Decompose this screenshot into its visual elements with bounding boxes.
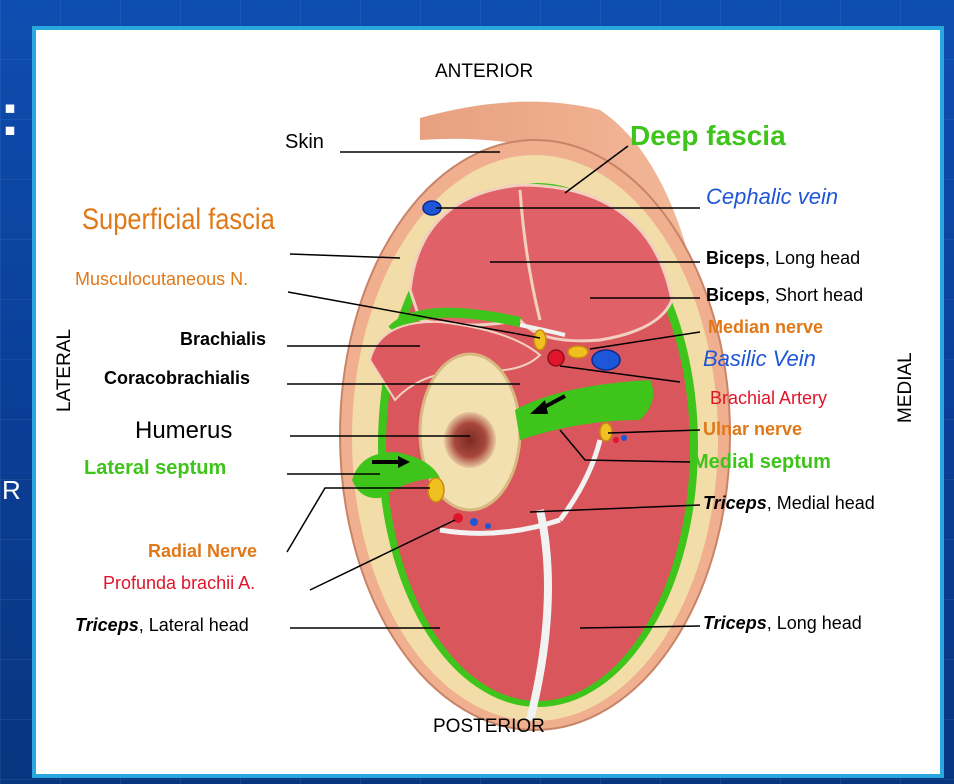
brachial-artery-shape: [548, 350, 564, 366]
radial-nerve-label: Radial Nerve: [148, 542, 257, 560]
skin-label: Skin: [285, 132, 324, 152]
radial-nerve-shape: [428, 478, 444, 502]
basilic-vein-label: Basilic Vein: [703, 348, 816, 370]
triceps-long-rest: , Long head: [767, 613, 862, 633]
medial-septum-label: Medial septum: [692, 452, 831, 472]
posterior-label: POSTERIOR: [433, 717, 545, 736]
median-nerve-label: Median nerve: [708, 318, 823, 336]
profunda-label: Profunda brachii A.: [103, 574, 255, 592]
deep-fascia-label: Deep fascia: [630, 122, 786, 150]
triceps-medial-head-label: Triceps, Medial head: [703, 494, 875, 512]
biceps-short-rest: , Short head: [765, 285, 863, 305]
coracobrachialis-label: Coracobrachialis: [104, 369, 250, 387]
triceps-medial-bold: Triceps: [703, 493, 767, 513]
musculocutaneous-label: Musculocutaneous N.: [75, 270, 248, 288]
anterior-label: ANTERIOR: [435, 62, 533, 81]
lateral-label: LATERAL: [54, 322, 76, 412]
ulnar-nerve-label: Ulnar nerve: [703, 420, 802, 438]
biceps-short-head-label: Biceps, Short head: [706, 286, 863, 304]
triceps-lateral-rest: , Lateral head: [139, 615, 249, 635]
ulnar-nerve-shape: [600, 423, 612, 441]
triceps-medial-rest: , Medial head: [767, 493, 875, 513]
median-nerve-shape: [568, 346, 588, 358]
biceps-long-rest: , Long head: [765, 248, 860, 268]
lateral-septum-label: Lateral septum: [84, 458, 226, 478]
humerus-label: Humerus: [135, 419, 232, 443]
biceps-long-head-label: Biceps, Long head: [706, 249, 860, 267]
brachial-artery-label: Brachial Artery: [710, 389, 827, 407]
basilic-vein-shape: [592, 350, 620, 370]
profunda-artery-shape: [453, 513, 463, 523]
biceps-short-bold: Biceps: [706, 285, 765, 305]
humerus-marrow: [444, 412, 496, 468]
triceps-lateral-bold: Triceps: [75, 615, 139, 635]
musculocutaneous-nerve-shape: [534, 330, 546, 350]
medial-label: MEDIAL: [895, 343, 917, 423]
triceps-long-head-label: Triceps, Long head: [703, 614, 862, 632]
biceps-long-bold: Biceps: [706, 248, 765, 268]
cephalic-vein-label: Cephalic vein: [706, 186, 838, 208]
triceps-lateral-head-label: Triceps, Lateral head: [75, 616, 249, 634]
superficial-fascia-label: Superficial fascia: [82, 205, 275, 235]
brachialis-label: Brachialis: [180, 330, 266, 348]
triceps-long-bold: Triceps: [703, 613, 767, 633]
